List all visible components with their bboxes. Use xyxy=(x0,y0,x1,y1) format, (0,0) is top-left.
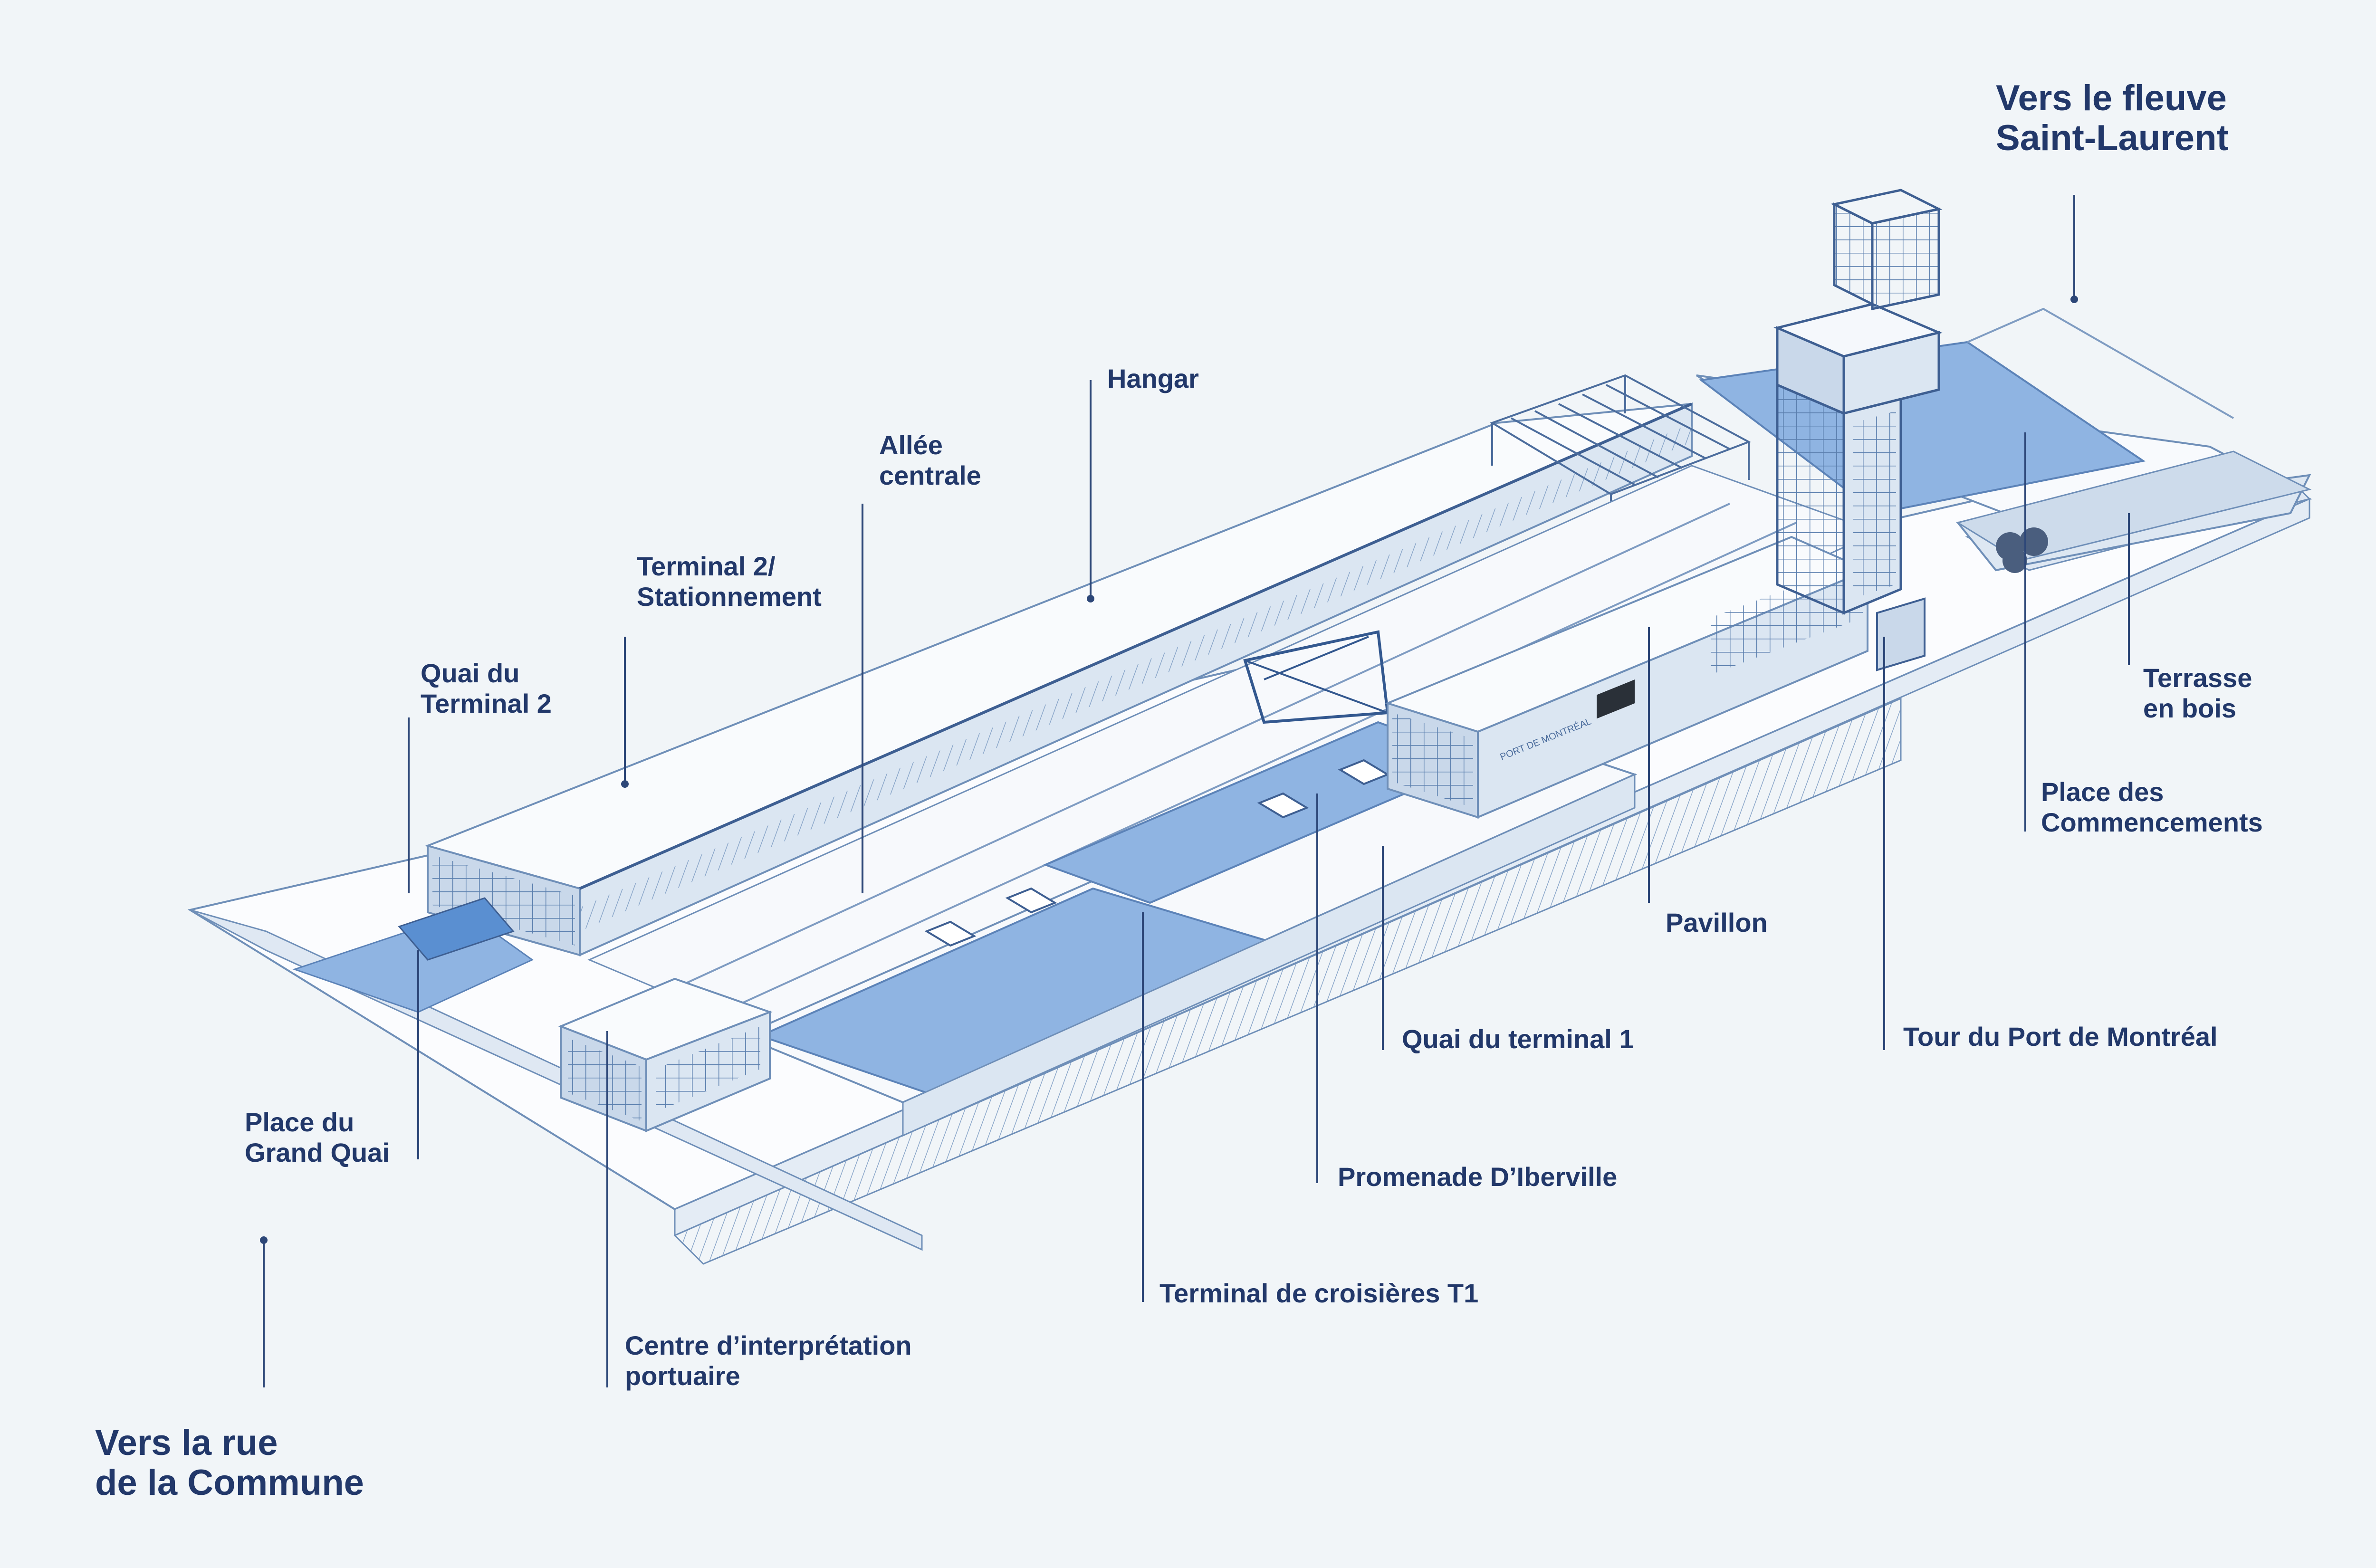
label-place-commencements-line-2: Commencements xyxy=(2041,807,2263,837)
label-promenade-line-1: Promenade D’Iberville xyxy=(1338,1162,1618,1192)
direction-river-line-2: Saint-Laurent xyxy=(1996,118,2229,158)
label-terminal-croisieres: Terminal de croisières T1 xyxy=(1159,1278,1478,1309)
label-quai-terminal1-line-1: Quai du terminal 1 xyxy=(1402,1024,1634,1054)
direction-street-line-2: de la Commune xyxy=(95,1463,364,1503)
direction-river-line-1: Vers le fleuve xyxy=(1996,78,2227,118)
direction-river-label: Vers le fleuve Saint-Laurent xyxy=(1996,78,2229,158)
label-place-grand-quai-line-2: Grand Quai xyxy=(245,1138,390,1167)
label-tour-port: Tour du Port de Montréal xyxy=(1903,1022,2218,1052)
label-centre-line-1: Centre d’interprétation xyxy=(625,1330,912,1360)
label-terrasse-line-2: en bois xyxy=(2143,693,2237,723)
label-quai-terminal1: Quai du terminal 1 xyxy=(1402,1024,1634,1054)
label-tour-port-line-1: Tour du Port de Montréal xyxy=(1903,1022,2218,1052)
label-promenade-diberville: Promenade D’Iberville xyxy=(1338,1162,1617,1192)
label-terrasse-line-1: Terrasse xyxy=(2143,663,2252,693)
direction-street-label: Vers la rue de la Commune xyxy=(95,1423,364,1503)
label-quai-terminal2: Quai du Terminal 2 xyxy=(421,658,552,719)
direction-street-line-1: Vers la rue xyxy=(95,1423,278,1463)
port-tower xyxy=(1773,189,1943,671)
wood-terrace xyxy=(1956,450,2312,573)
label-place-grand-quai: Place du Grand Quai xyxy=(245,1107,390,1168)
label-quai-terminal2-line-2: Terminal 2 xyxy=(421,688,552,718)
label-place-grand-quai-line-1: Place du xyxy=(245,1107,354,1137)
label-pavillon: Pavillon xyxy=(1666,908,1768,938)
label-terminal2-line-2: Stationnement xyxy=(637,582,822,612)
label-place-commencements-line-1: Place des xyxy=(2041,777,2164,807)
cruise-terminal-t1 xyxy=(738,716,1638,1137)
grand-quai-plaza xyxy=(292,897,534,1013)
leader-lines xyxy=(260,195,2130,1387)
label-pavillon-line-1: Pavillon xyxy=(1666,908,1768,937)
label-terminal2-stationnement: Terminal 2/ Stationnement xyxy=(637,551,822,612)
interpretation-centre xyxy=(558,977,773,1133)
label-centre-line-2: portuaire xyxy=(625,1361,740,1391)
label-quai-terminal2-line-1: Quai du xyxy=(421,658,520,688)
label-terrasse-bois: Terrasse en bois xyxy=(2143,663,2252,724)
hangar-building xyxy=(424,402,1693,957)
label-place-commencements: Place des Commencements xyxy=(2041,777,2263,838)
label-centre-interpretation: Centre d’interprétation portuaire xyxy=(625,1330,912,1391)
label-hangar-line-1: Hangar xyxy=(1107,363,1199,393)
label-allee-centrale-line-2: centrale xyxy=(879,460,981,490)
label-terminal-croisieres-line-1: Terminal de croisières T1 xyxy=(1159,1278,1479,1308)
label-terminal2-line-1: Terminal 2/ xyxy=(637,551,776,581)
label-hangar: Hangar xyxy=(1107,363,1199,394)
label-allee-centrale: Allée centrale xyxy=(879,430,981,491)
label-allee-centrale-line-1: Allée xyxy=(879,430,943,460)
